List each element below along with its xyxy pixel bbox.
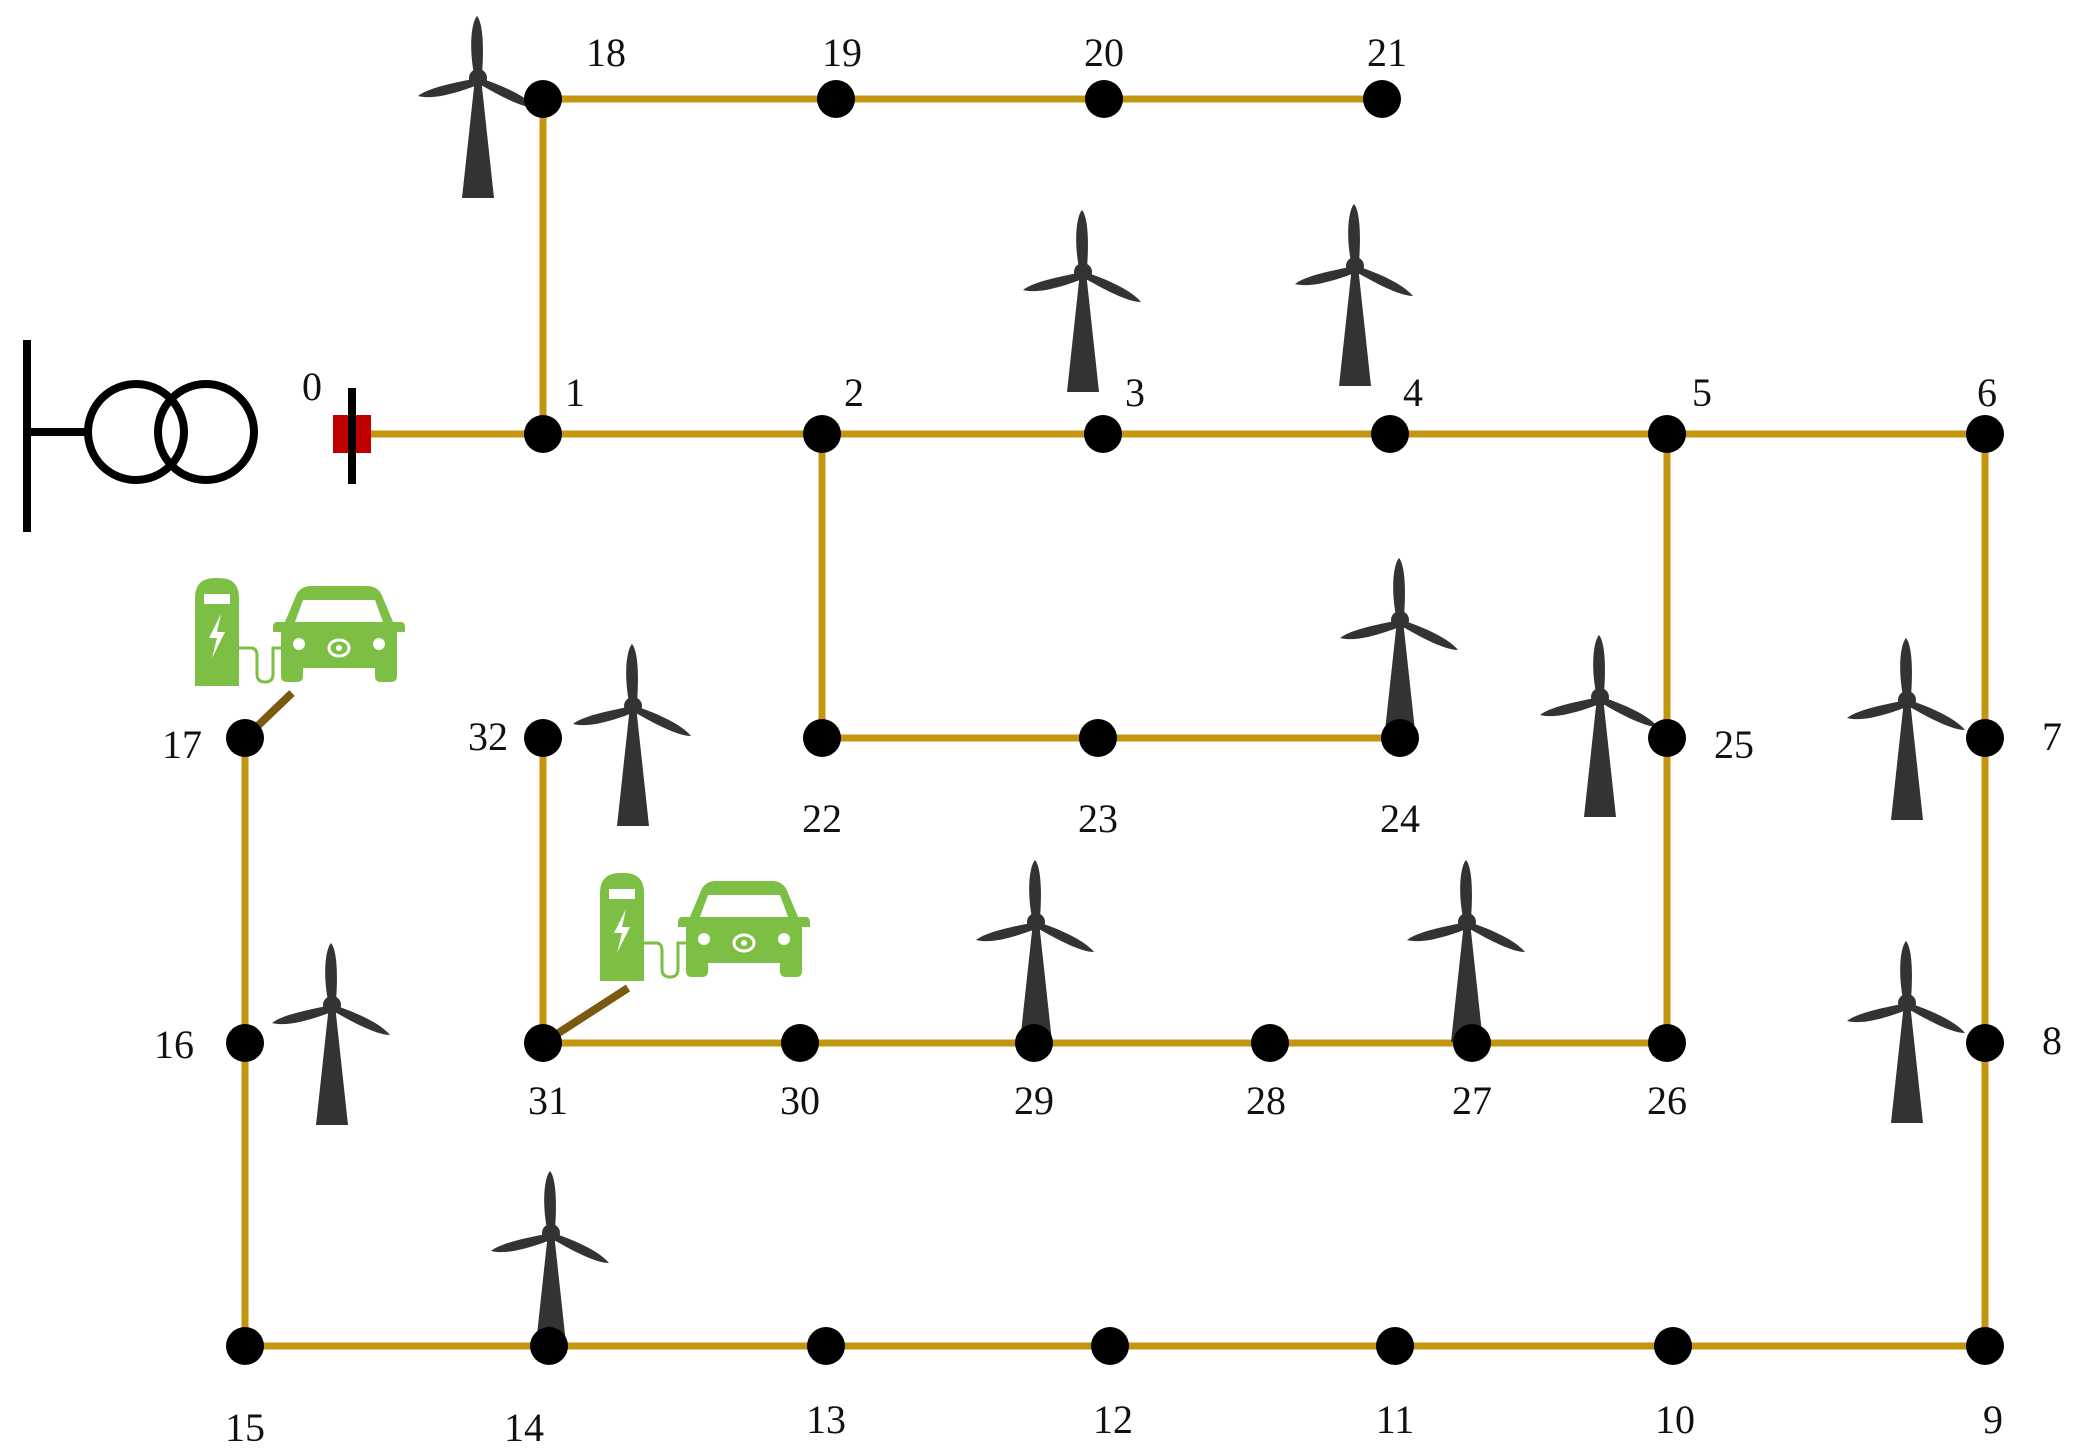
bus-label-10: 10 — [1655, 1397, 1695, 1442]
bus-label-3: 3 — [1125, 370, 1145, 415]
wind-turbine-icon-bus-24 — [1340, 558, 1458, 740]
bus-label-19: 19 — [822, 30, 862, 75]
bus-node-4 — [1371, 415, 1409, 453]
wind-turbine-icon-bus-8 — [1847, 941, 1965, 1123]
bus-label-30: 30 — [780, 1078, 820, 1123]
bus-node-15 — [226, 1327, 264, 1365]
bus-node-20 — [1085, 80, 1123, 118]
bus-node-31 — [524, 1024, 562, 1062]
bus-label-16: 16 — [154, 1022, 194, 1067]
bus-node-19 — [817, 80, 855, 118]
bus-node-17 — [226, 719, 264, 757]
wind-turbine-icon-bus-16 — [272, 943, 390, 1125]
bus-label-6: 6 — [1977, 370, 1997, 415]
bus-label-9: 9 — [1983, 1397, 2003, 1442]
bus-node-14 — [530, 1327, 568, 1365]
wind-turbines — [272, 16, 1965, 1353]
ev-charger-icon-bus-17 — [195, 578, 405, 686]
bus-label-28: 28 — [1246, 1078, 1286, 1123]
bus-node-32 — [524, 719, 562, 757]
feeder-lines — [241, 95, 1989, 1350]
bus-label-8: 8 — [2042, 1018, 2062, 1063]
ev-chargers — [195, 578, 810, 981]
bus-node-23 — [1079, 719, 1117, 757]
bus-node-28 — [1251, 1024, 1289, 1062]
bus-node-21 — [1363, 80, 1401, 118]
bus-label-20: 20 — [1084, 30, 1124, 75]
bus-label-1: 1 — [565, 370, 585, 415]
wind-turbine-icon-bus-7 — [1847, 638, 1965, 820]
bus-label-2: 2 — [844, 370, 864, 415]
bus-label-15: 15 — [225, 1405, 265, 1450]
bus-node-10 — [1654, 1327, 1692, 1365]
bus-node-5 — [1648, 415, 1686, 453]
ev-charger-icon-bus-31 — [600, 873, 810, 981]
bus-node-29 — [1015, 1024, 1053, 1062]
bus-node-6 — [1966, 415, 2004, 453]
bus-label-23: 23 — [1078, 796, 1118, 841]
bus-node-18 — [524, 80, 562, 118]
bus-label-29: 29 — [1014, 1078, 1054, 1123]
bus-node-26 — [1648, 1024, 1686, 1062]
bus-label-7: 7 — [2042, 714, 2062, 759]
bus-node-8 — [1966, 1024, 2004, 1062]
bus-label-14: 14 — [504, 1405, 544, 1450]
bus-node-12 — [1091, 1327, 1129, 1365]
wind-turbine-icon-bus-25 — [1540, 635, 1658, 817]
breaker-icon — [333, 388, 371, 484]
wind-turbine-icon-bus-29 — [976, 860, 1094, 1042]
bus-label-22: 22 — [802, 796, 842, 841]
bus-node-25 — [1648, 719, 1686, 757]
wind-turbine-icon-bus-18 — [418, 16, 536, 198]
bus-label-17: 17 — [162, 722, 202, 767]
bus-node-24 — [1381, 719, 1419, 757]
wind-turbine-icon-bus-3 — [1023, 210, 1141, 392]
bus-node-1 — [524, 415, 562, 453]
wind-turbine-icon-bus-4 — [1295, 204, 1413, 386]
bus-label-25: 25 — [1714, 722, 1754, 767]
bus-label-11: 11 — [1376, 1397, 1415, 1442]
bus-node-9 — [1966, 1327, 2004, 1365]
bus-node-16 — [226, 1024, 264, 1062]
bus-label-24: 24 — [1380, 796, 1420, 841]
bus-node-11 — [1376, 1327, 1414, 1365]
ev-links — [242, 690, 631, 1047]
bus-node-22 — [803, 719, 841, 757]
bus-label-0: 0 — [302, 364, 322, 409]
bus-node-7 — [1966, 719, 2004, 757]
bus-label-13: 13 — [806, 1397, 846, 1442]
bus-label-21: 21 — [1367, 30, 1407, 75]
bus-label-32: 32 — [468, 714, 508, 759]
wind-turbine-icon-bus-27 — [1407, 860, 1525, 1042]
transformer-icon — [23, 340, 258, 532]
bus-node-13 — [807, 1327, 845, 1365]
bus-node-30 — [781, 1024, 819, 1062]
bus-label-5: 5 — [1692, 370, 1712, 415]
bus-node-2 — [803, 415, 841, 453]
bus-node-3 — [1084, 415, 1122, 453]
bus-label-31: 31 — [528, 1078, 568, 1123]
buses — [226, 80, 2004, 1365]
bus-label-26: 26 — [1647, 1078, 1687, 1123]
bus-label-18: 18 — [586, 30, 626, 75]
wind-turbine-icon-bus-32 — [573, 644, 691, 826]
wind-turbine-icon-bus-14 — [491, 1171, 609, 1353]
bus-label-4: 4 — [1403, 370, 1423, 415]
bus-node-27 — [1453, 1024, 1491, 1062]
bus-label-27: 27 — [1452, 1078, 1492, 1123]
bus-label-12: 12 — [1093, 1397, 1133, 1442]
